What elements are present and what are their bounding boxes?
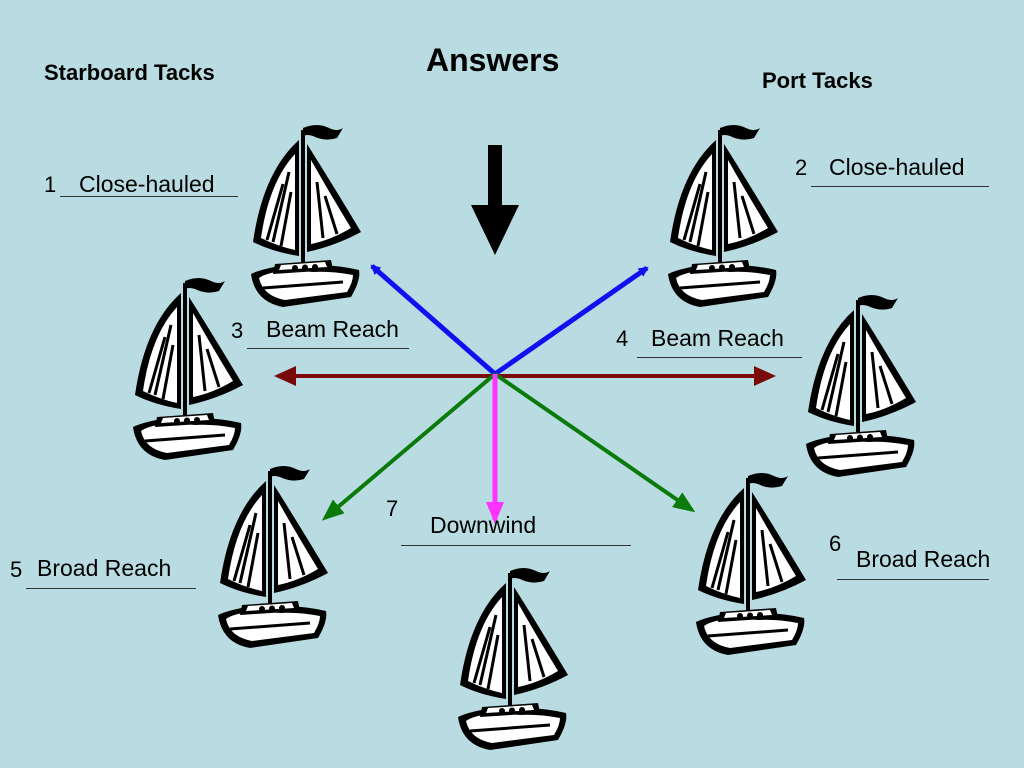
sailboat-icon [694,471,808,657]
boat-3-answer: Beam Reach [266,316,399,342]
boat-1-answer: Close-hauled [79,171,215,197]
boat-7-answer-line [401,545,631,546]
wind-direction-arrow-icon [471,145,519,255]
sailboat-icon [131,276,245,462]
boat-2-number: 2 [795,155,808,180]
boat-6-number: 6 [829,531,842,556]
port-tacks-heading: Port Tacks [762,68,873,93]
sailboat-icon [216,464,330,650]
slide-title: Answers [426,42,560,78]
boat-2-answer: Close-hauled [829,154,965,180]
port-close-hauled-arrow [493,265,649,377]
boat-6-answer: Broad Reach [856,546,991,572]
boat-2-answer-line [811,186,989,187]
beam-reach-arrowhead-left [274,366,296,386]
starboard-tacks-heading: Starboard Tacks [44,60,215,85]
boat-5-number: 5 [10,557,23,582]
boat-7-number: 7 [386,496,399,521]
boat-1-number: 1 [44,172,57,197]
boat-4-answer-line [637,357,802,358]
boat-3-number: 3 [231,318,244,343]
sailboat-icon [666,123,780,309]
boat-7-answer: Downwind [430,512,537,538]
starboard-broad-reach-arrow [321,372,497,521]
boat-3-answer-line [247,348,409,349]
port-broad-reach-arrow [493,372,696,513]
boat-5-answer: Broad Reach [37,555,172,581]
sailboat-icon [249,123,363,309]
boat-4-answer: Beam Reach [651,325,784,351]
beam-reach-arrowhead-right [754,366,776,386]
boat-6-answer-line [837,579,989,580]
sailboat-icon [456,566,570,752]
starboard-close-hauled-arrow [370,264,497,376]
boat-1-answer-line [60,196,238,197]
boat-5-answer-line [26,588,196,589]
sailboat-icon [804,293,918,479]
boat-4-number: 4 [616,326,629,351]
